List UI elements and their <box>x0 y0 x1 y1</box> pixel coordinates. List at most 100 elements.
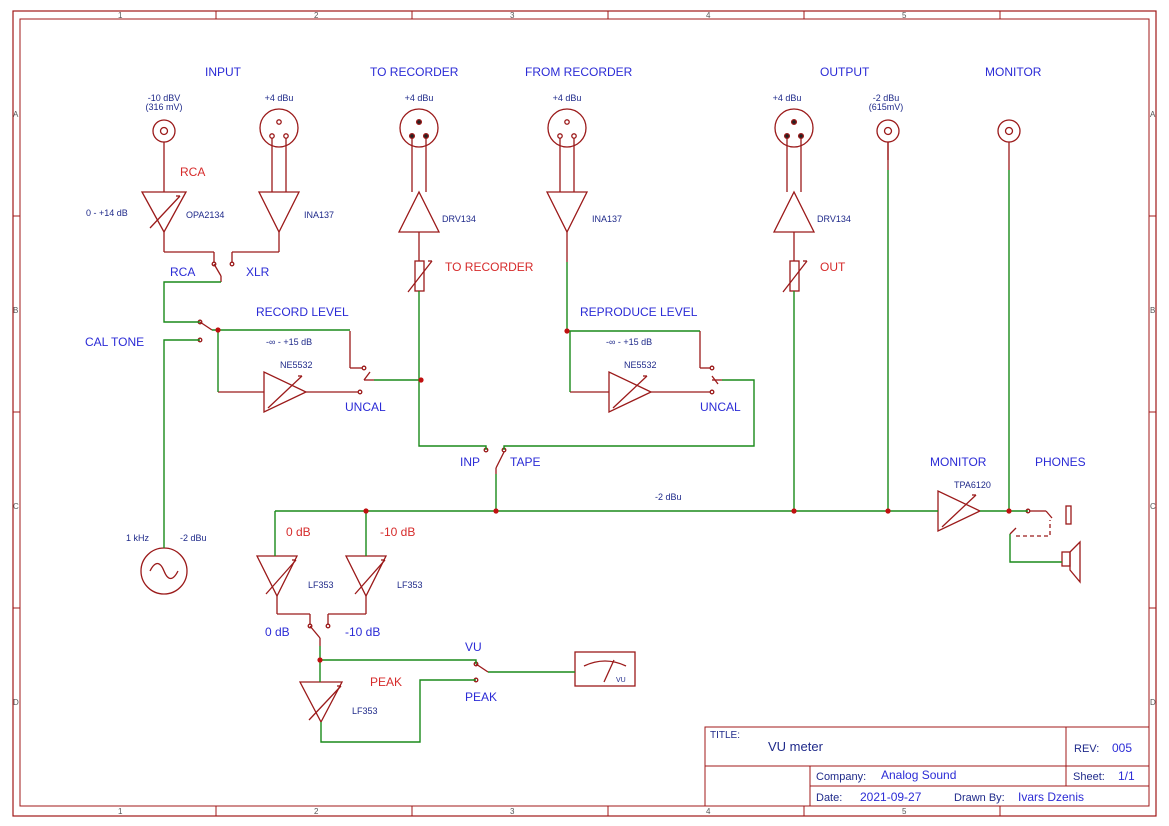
ne5532-record-label: NE5532 <box>280 360 313 370</box>
xlr-from-recorder-icon <box>547 108 587 148</box>
inp-label: INP <box>460 455 480 469</box>
drawn-value: Ivars Dzenis <box>1018 790 1084 804</box>
drv134-recorder-label: DRV134 <box>442 214 476 224</box>
reproduce-uncal-switch-icon[interactable] <box>709 365 722 395</box>
col-label: 5 <box>902 11 907 20</box>
row-label: A <box>1150 110 1156 119</box>
vu-label: VU <box>465 640 482 654</box>
col-label: 2 <box>314 807 319 816</box>
sheet-value: 1/1 <box>1118 769 1135 783</box>
zero-db-switch-label: 0 dB <box>265 625 290 639</box>
vu-peak-switch-icon[interactable] <box>473 661 489 683</box>
level-label: +4 dBu <box>405 93 434 103</box>
title-label: TITLE: <box>710 730 740 741</box>
rca-input-icon <box>152 119 176 143</box>
record-uncal-switch-icon[interactable] <box>357 365 374 395</box>
rca-xlr-switch-icon[interactable] <box>211 261 235 282</box>
range-switch-icon[interactable] <box>307 623 331 646</box>
col-label: 4 <box>706 11 711 20</box>
section-input: INPUT <box>205 65 242 79</box>
drawn-label: Drawn By: <box>954 792 1005 804</box>
phones-jack-switch-icon <box>1009 505 1072 537</box>
monitor-amp-label: MONITOR <box>930 455 987 469</box>
lf353-peak-amp-icon <box>298 681 344 724</box>
tpa6120-label: TPA6120 <box>954 480 991 490</box>
rev-value: 005 <box>1112 741 1132 755</box>
rca-switch-label: RCA <box>170 265 195 279</box>
lf353-a-label: LF353 <box>308 580 334 590</box>
level-label: (615mV) <box>869 102 904 112</box>
ne5532-record-amp-icon <box>263 370 308 414</box>
uncal-record-label: UNCAL <box>345 400 386 414</box>
gain-range-label: 0 - +14 dB <box>86 208 128 218</box>
row-label: C <box>1150 502 1156 511</box>
xlr-switch-label: XLR <box>246 265 270 279</box>
ina137-input-label: INA137 <box>304 210 334 220</box>
opa2134-amp-icon <box>140 191 188 234</box>
col-label: 1 <box>118 11 123 20</box>
row-label: C <box>13 502 19 511</box>
speaker-icon <box>1061 540 1081 584</box>
ina137-recorder-amp-icon <box>545 191 589 234</box>
section-from-recorder: FROM RECORDER <box>525 65 633 79</box>
lf353-b-label: LF353 <box>397 580 423 590</box>
minus10-red-label: -10 dB <box>380 525 415 539</box>
out-trim-label: OUT <box>820 260 846 274</box>
xlr-to-recorder-icon <box>399 108 439 148</box>
rca-monitor-icon <box>997 119 1021 143</box>
ne5532-reproduce-label: NE5532 <box>624 360 657 370</box>
to-recorder-trimpot-icon <box>407 260 433 293</box>
ina137-input-amp-icon <box>257 191 301 234</box>
osc-freq-label: 1 kHz <box>126 533 150 543</box>
output-trimpot-icon <box>782 260 808 293</box>
col-label: 3 <box>510 807 515 816</box>
peak-switch-label: PEAK <box>465 690 497 704</box>
drv134-output-amp-icon <box>772 190 816 233</box>
tape-label: TAPE <box>510 455 540 469</box>
level-label: -10 dBV <box>148 93 181 103</box>
col-label: 5 <box>902 807 907 816</box>
xlr-input-icon <box>259 108 299 148</box>
zero-db-red-label: 0 dB <box>286 525 311 539</box>
cal-tone-label: CAL TONE <box>85 335 144 349</box>
peak-red-label: PEAK <box>370 675 402 689</box>
section-monitor: MONITOR <box>985 65 1042 79</box>
rev-label: REV: <box>1074 743 1099 755</box>
section-to-recorder: TO RECORDER <box>370 65 459 79</box>
col-label: 4 <box>706 807 711 816</box>
row-label: B <box>13 306 18 315</box>
uncal-reproduce-label: UNCAL <box>700 400 741 414</box>
ina137-recorder-label: INA137 <box>592 214 622 224</box>
phones-label: PHONES <box>1035 455 1086 469</box>
drawing-frame: 1 2 3 4 5 1 2 3 4 5 A B C D A B C D <box>12 10 1157 817</box>
col-label: 1 <box>118 807 123 816</box>
title-block: TITLE: VU meter REV: 005 Company: Analog… <box>704 726 1150 807</box>
vu-meter-label: VU <box>616 677 626 684</box>
bus-level-label: -2 dBu <box>655 492 682 502</box>
reproduce-level-label: REPRODUCE LEVEL <box>580 305 698 319</box>
date-label: Date: <box>816 792 842 804</box>
drv134-output-label: DRV134 <box>817 214 851 224</box>
rca-red-label: RCA <box>180 165 205 179</box>
ne5532-reproduce-amp-icon <box>608 370 653 414</box>
row-label: D <box>1150 698 1156 707</box>
section-output: OUTPUT <box>820 65 870 79</box>
company-value: Analog Sound <box>881 768 956 782</box>
record-range-label: -∞ - +15 dB <box>266 337 312 347</box>
inp-tape-switch-icon[interactable] <box>483 447 507 474</box>
minus10-switch-label: -10 dB <box>345 625 380 639</box>
lf353-10db-amp-icon <box>344 555 388 598</box>
level-label: +4 dBu <box>553 93 582 103</box>
oscillator-icon <box>140 547 188 595</box>
signal-wires <box>163 170 1062 743</box>
level-label: +4 dBu <box>773 93 802 103</box>
col-label: 3 <box>510 11 515 20</box>
row-label: D <box>13 698 19 707</box>
lf353-0db-amp-icon <box>255 555 299 598</box>
tpa6120-monitor-amp-icon <box>937 489 982 533</box>
row-label: A <box>13 110 19 119</box>
cal-tone-switch-icon[interactable] <box>197 319 213 343</box>
level-label: (316 mV) <box>145 102 182 112</box>
to-recorder-trim-label: TO RECORDER <box>445 260 534 274</box>
